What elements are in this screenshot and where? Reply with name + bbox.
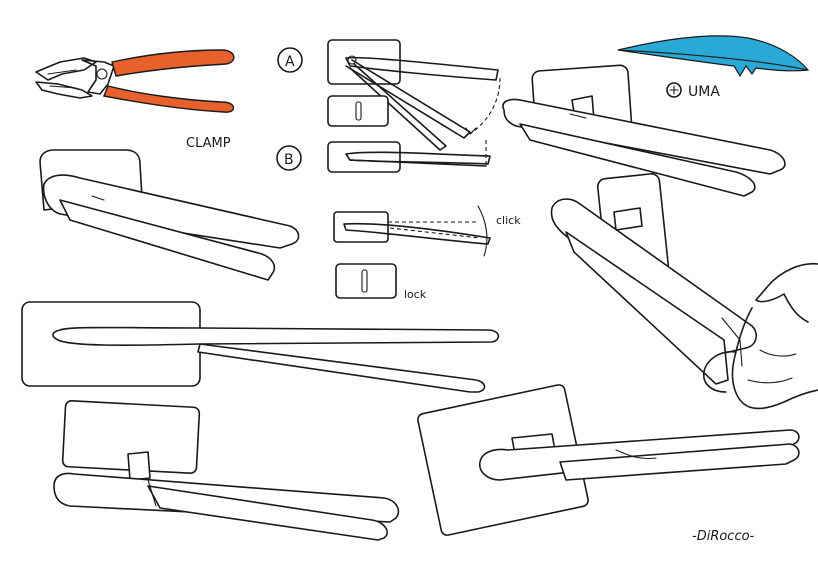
signature: -DiRocco- [692, 529, 755, 544]
handle-sketch-bottom-right [417, 384, 800, 536]
feather-icon [617, 35, 810, 78]
click-label: click [496, 214, 521, 227]
marker-a-label: A [285, 54, 295, 70]
handle-sketch-left [39, 149, 300, 281]
clamp-label: CLAMP [186, 136, 231, 151]
lock-label: lock [404, 288, 427, 301]
marker-b-label: B [284, 152, 294, 168]
lock-state-diagram [335, 263, 397, 299]
marker-a: A [277, 47, 303, 73]
uma-label: UMA [688, 84, 720, 100]
pliers-icon [35, 49, 235, 113]
state-a-open-diagram [327, 39, 501, 151]
handle-sketch-top-view [21, 301, 500, 393]
marker-b: B [276, 145, 302, 171]
handle-sketch-right-with-hand [550, 173, 758, 385]
click-state-diagram [333, 205, 491, 257]
state-b-closed-diagram [327, 140, 491, 173]
plus-circle-icon [666, 82, 682, 98]
hand-sketch [702, 262, 818, 410]
handle-sketch-bottom-left [53, 400, 400, 541]
handle-sketch-top-right [502, 64, 786, 197]
